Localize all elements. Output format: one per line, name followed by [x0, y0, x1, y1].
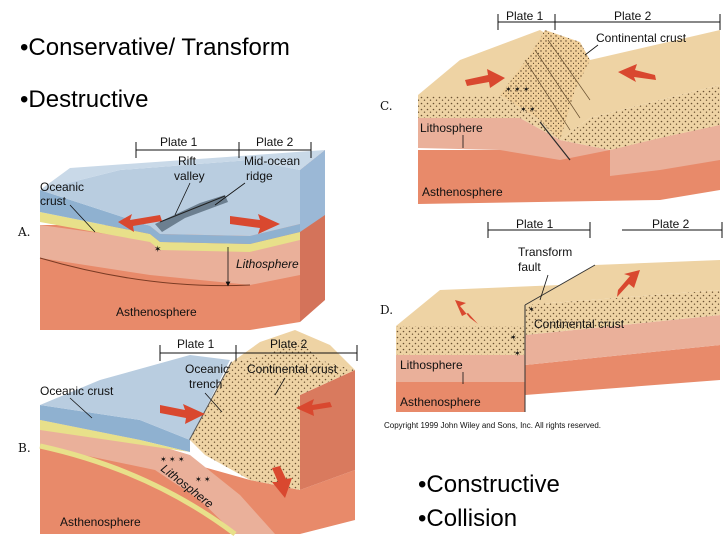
panel-a-arrow-right — [230, 214, 280, 234]
panel-a-lithosphere-label: Lithosphere — [236, 257, 299, 271]
svg-text:✶ ✶ ✶: ✶ ✶ ✶ — [160, 455, 185, 464]
panel-a-ocean-front — [40, 190, 300, 244]
panel-a-crust-label-2: crust — [40, 194, 67, 208]
panel-b-arrow-down — [272, 466, 292, 498]
panel-d-lithosphere-label: Lithosphere — [400, 358, 463, 372]
svg-text:✶ ✶: ✶ ✶ — [520, 105, 536, 114]
panel-a-lithosphere — [40, 225, 300, 285]
panel-b-trench-label-1: Oceanic — [185, 362, 229, 376]
panel-a-asthenosphere-label: Asthenosphere — [116, 305, 197, 319]
panel-a-letter: A. — [17, 225, 30, 239]
panel-b-oceanic-label: Oceanic crust — [40, 384, 114, 398]
panel-c-asthenosphere-label: Asthenosphere — [422, 185, 503, 199]
svg-text:✶: ✶ — [528, 305, 535, 314]
panel-d-letter: D. — [380, 303, 393, 317]
svg-text:✶: ✶ — [154, 244, 162, 254]
panel-b: ✶ ✶ ✶ ✶ ✶ Plate 1 Plate 2 Oceanic trench… — [18, 330, 358, 536]
bullet-destructive: •Destructive — [20, 86, 149, 113]
panel-a-ridge-label-1: Mid-ocean — [244, 154, 300, 168]
panel-b-ocean-top — [40, 355, 230, 440]
panel-a-crust-label-1: Oceanic — [40, 180, 84, 194]
svg-text:✶: ✶ — [510, 333, 517, 342]
panel-b-slab — [40, 420, 275, 534]
panel-d-right-top — [525, 260, 720, 305]
panel-d-right-asthenosphere — [525, 345, 720, 395]
panel-a-plate2-label: Plate 2 — [256, 135, 294, 149]
panel-c-continental-label: Continental crust — [596, 31, 687, 45]
panel-c-plate2-label: Plate 2 — [614, 9, 652, 23]
panel-b-asthenosphere-label: Asthenosphere — [60, 515, 141, 529]
panel-b-arrow-left — [160, 404, 205, 424]
panel-d: ✶ ✶ ✶ Plate 1 Plate 2 Transform fault Co… — [380, 217, 723, 430]
panel-b-plate1-label: Plate 1 — [177, 337, 215, 351]
panel-d-transform-label-2: fault — [518, 260, 541, 274]
panel-d-asthenosphere-label: Asthenosphere — [400, 395, 481, 409]
panel-a-arrow-left — [118, 214, 162, 232]
panel-a: ✶ Plate 1 Plate 2 Rift valley Mid-ocean … — [17, 135, 325, 330]
panel-d-arrow-right — [617, 270, 640, 297]
panel-a-rift-label-1: Rift — [178, 154, 197, 168]
panel-c-letter: C. — [380, 99, 393, 113]
panel-d-transform-label-1: Transform — [518, 245, 572, 259]
panel-b-continental-label: Continental crust — [247, 362, 338, 376]
panel-b-plate2-label: Plate 2 — [270, 337, 308, 351]
panel-c-arrow-right — [618, 64, 656, 82]
svg-text:✶ ✶ ✶: ✶ ✶ ✶ — [505, 85, 530, 94]
bullet-conservative-transform: •Conservative/ Transform — [20, 34, 290, 61]
panel-c-lithosphere-label: Lithosphere — [420, 121, 483, 135]
panel-a-plate1-label: Plate 1 — [160, 135, 198, 149]
panel-a-ridge-label-2: ridge — [246, 169, 273, 183]
panel-b-trench-label-2: trench — [189, 377, 222, 391]
panel-c-crust-front — [418, 95, 560, 140]
bullet-constructive: •Constructive — [418, 471, 560, 498]
svg-text:✶: ✶ — [514, 349, 521, 358]
panel-b-letter: B. — [18, 441, 31, 455]
panel-c-arrow-left — [465, 69, 505, 88]
panel-c-plate1-label: Plate 1 — [506, 9, 544, 23]
panel-d-plate2-label: Plate 2 — [652, 217, 690, 231]
panel-c: ✶ ✶ ✶ ✶ ✶ Plate 1 Plate 2 Continental cr… — [380, 9, 721, 204]
panel-a-rift-label-2: valley — [174, 169, 205, 183]
panel-b-continent — [190, 340, 355, 490]
panel-a-ridge — [155, 195, 228, 232]
panel-a-crust-band — [40, 212, 300, 252]
panel-d-left-top — [396, 285, 560, 326]
panel-d-continental-label: Continental crust — [534, 317, 625, 331]
bullet-collision: •Collision — [418, 505, 518, 532]
panel-d-left-asthenosphere — [396, 382, 525, 412]
copyright-notice: Copyright 1999 John Wiley and Sons, Inc.… — [384, 421, 601, 430]
panel-d-plate1-label: Plate 1 — [516, 217, 554, 231]
panel-d-arrow-left — [455, 300, 478, 324]
svg-text:✶ ✶: ✶ ✶ — [195, 475, 211, 484]
panel-b-arrow-right — [296, 399, 332, 416]
